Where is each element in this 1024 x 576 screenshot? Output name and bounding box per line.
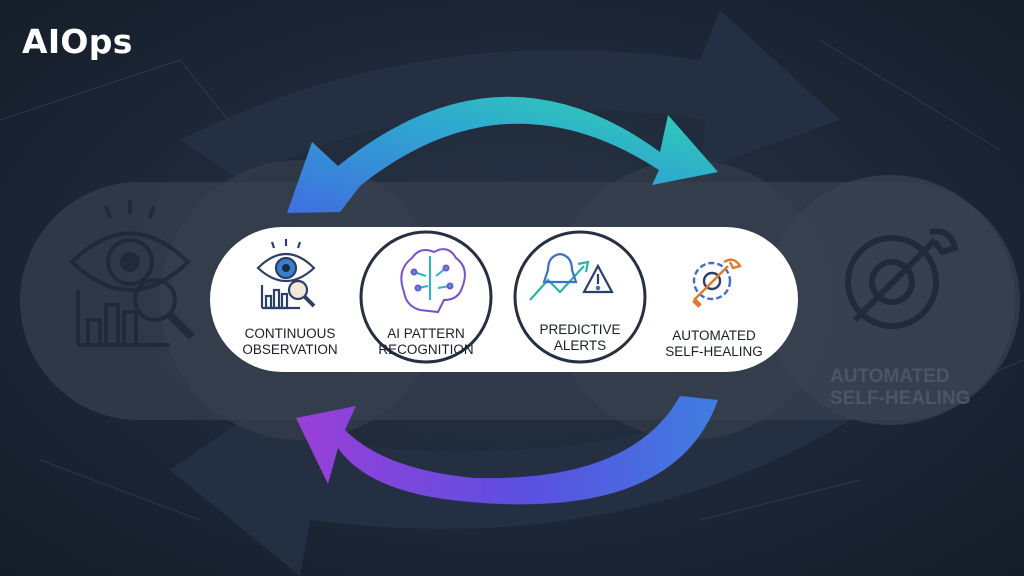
pill-separator-3 <box>513 230 647 364</box>
bottom-cycle-arrow <box>296 396 718 505</box>
eye-analytics-icon <box>256 239 316 310</box>
ghost-label-self-healing: AUTOMATED SELF-HEALING <box>830 366 970 410</box>
step-label-predictive-alerts: PREDICTIVE ALERTS <box>522 322 638 354</box>
ghost-gear-icon <box>845 228 959 329</box>
ghost-label-line: AUTOMATED <box>830 366 950 387</box>
step-label-pattern-recognition: AI PATTERN RECOGNITION <box>370 326 482 358</box>
step-label-line: RECOGNITION <box>378 342 474 357</box>
page-title: AIOps <box>22 22 133 61</box>
step-label-line: CONTINUOUS <box>244 326 336 341</box>
step-label-line: PREDICTIVE <box>539 322 621 337</box>
step-label-self-healing: AUTOMATED SELF-HEALING <box>656 328 772 360</box>
trend-alert-icon <box>529 252 614 301</box>
steps-band <box>210 227 798 372</box>
step-label-line: SELF-HEALING <box>665 344 763 359</box>
step-label-line: AUTOMATED <box>672 328 756 343</box>
top-cycle-arrow <box>287 96 718 213</box>
gear-wrench-icon <box>692 258 742 308</box>
pill-separator-2 <box>359 230 493 364</box>
ghost-label-line: SELF-HEALING <box>830 388 971 409</box>
step-label-line: ALERTS <box>553 338 607 353</box>
step-label-line: OBSERVATION <box>242 342 338 357</box>
ghost-eye-icon <box>69 200 195 347</box>
step-label-observation: CONTINUOUS OBSERVATION <box>232 326 348 358</box>
step-label-line: AI PATTERN <box>387 326 465 341</box>
brain-circuit-icon <box>400 248 466 314</box>
